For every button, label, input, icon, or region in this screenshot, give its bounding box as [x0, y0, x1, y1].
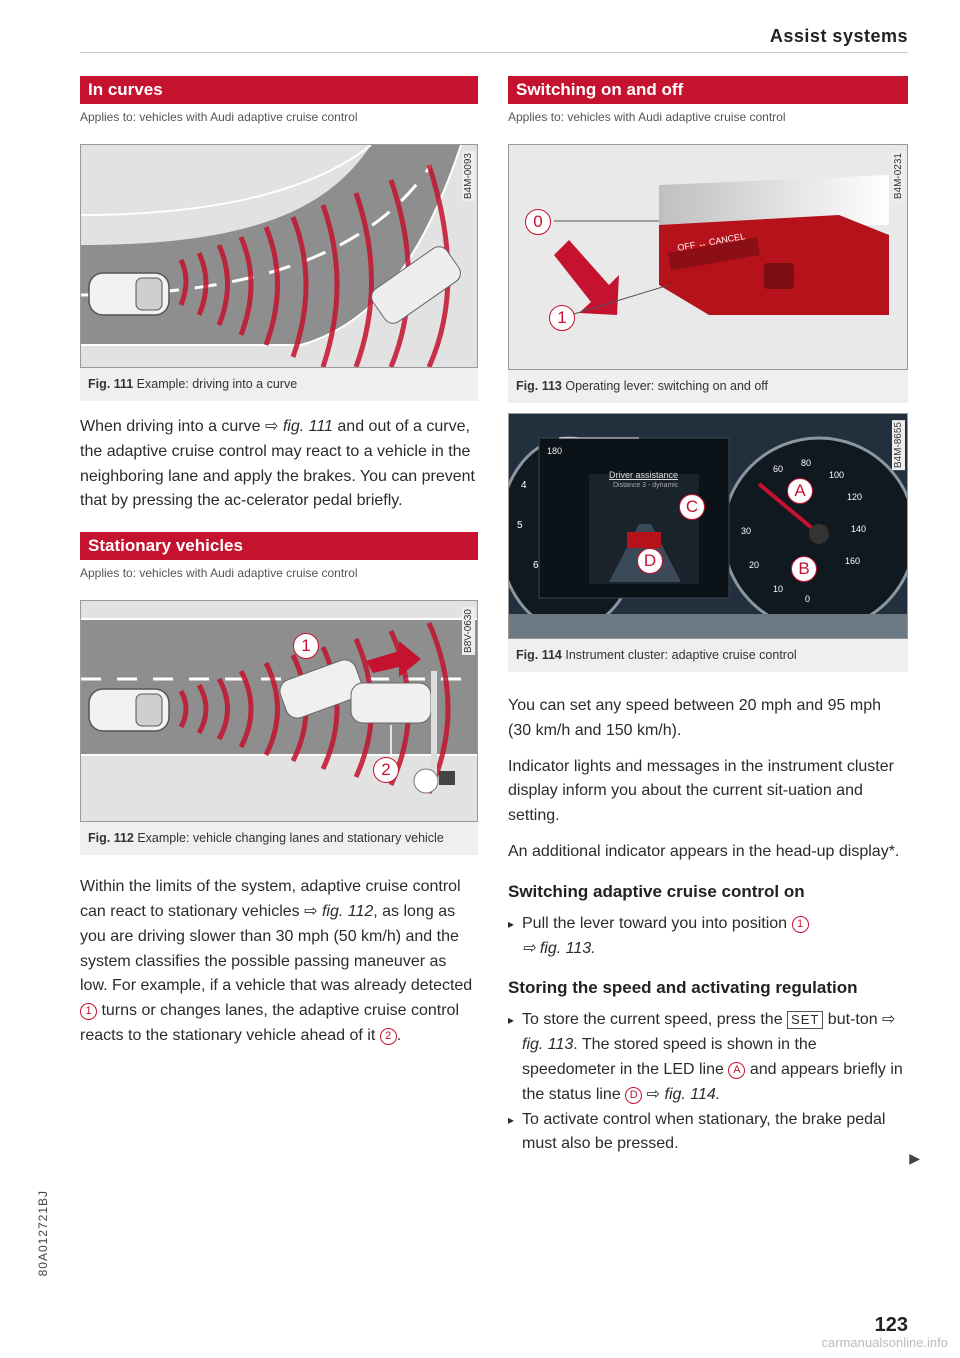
- speed-tick: 100: [829, 470, 845, 480]
- inline-marker-d: D: [625, 1086, 643, 1104]
- figure-ref-112[interactable]: fig. 112: [321, 902, 374, 920]
- figure-114-illustration: 180 Driver assistance Distance 3 - dynam…: [508, 413, 908, 639]
- paragraph-hud: An additional indicator appears in the h…: [508, 842, 900, 860]
- figure-caption-text: Instrument cluster: adaptive cruise cont…: [565, 648, 797, 662]
- figure-label: Fig. 112: [88, 831, 134, 846]
- paragraph-stationary: Within the limits of the system, adaptiv…: [80, 875, 478, 1049]
- figure-code: B8V-0630: [462, 607, 475, 656]
- speed-tick: 10: [773, 584, 784, 594]
- subheading-storing-speed: Storing the speed and activating regulat…: [508, 978, 858, 998]
- figure-caption-text: Operating lever: switching on and off: [565, 379, 769, 393]
- document-code: 80A012721BJ: [36, 1190, 50, 1277]
- figure-label: Fig. 111: [88, 377, 134, 391]
- figure-113-caption: Fig. 113 Operating lever: switching on a…: [508, 370, 908, 403]
- rpm-tick: 5: [517, 520, 523, 531]
- figure-code: B4M-8655: [892, 420, 905, 471]
- bullet-store-speed: To store the current speed, press the SE…: [508, 1008, 908, 1107]
- lever-svg: [509, 145, 907, 369]
- figure-112-illustration: 1 2 B8V-0630: [80, 600, 478, 823]
- figure-111-caption: Fig. 111 Example: driving into a curve: [80, 368, 478, 401]
- section-title-switching: Switching on and off: [508, 76, 908, 104]
- text-run: To store the current speed, press the: [522, 1011, 783, 1029]
- paragraph-speed-range: You can set any speed between 20 mph and…: [508, 697, 882, 739]
- figure-111-illustration: B4M-0093: [80, 144, 478, 368]
- text-run: .: [396, 1026, 402, 1044]
- figure-ref-114[interactable]: fig. 114.: [664, 1085, 721, 1103]
- watermark: carmanualsonline.info: [821, 1335, 948, 1350]
- speed-tick: 80: [801, 458, 812, 468]
- inline-marker-1: 1: [80, 1003, 97, 1021]
- bullet-stationary-brake: To activate control when stationary, the…: [508, 1108, 908, 1158]
- figure-113-illustration: 0 1 OFF ↔ CANCEL B4M-0231: [508, 144, 908, 370]
- figure-112-caption: Fig. 112 Example: vehicle changing lanes…: [80, 822, 478, 856]
- inline-marker-a: A: [728, 1061, 746, 1079]
- inline-marker-1: 1: [791, 915, 809, 933]
- text-run: , as long as you are driving slower than…: [80, 902, 473, 995]
- paragraph-indicators: Indicator lights and messages in the ins…: [508, 757, 894, 825]
- text-run: When driving into a curve ⇨: [80, 418, 279, 435]
- speed-tick: 120: [847, 492, 863, 502]
- display-subtitle: Distance 3 - dynamic: [613, 482, 679, 489]
- speed-tick: 0: [805, 594, 811, 604]
- marker-d: D: [637, 548, 663, 574]
- lever-position-1: 1: [549, 305, 575, 331]
- figure-ref-113[interactable]: ⇨ fig. 113.: [522, 939, 596, 957]
- section-title-stationary: Stationary vehicles: [80, 532, 478, 561]
- display-title: Driver assistance: [609, 470, 679, 480]
- header-rule: [80, 52, 908, 53]
- marker-1: 1: [293, 633, 319, 660]
- left-column: In curves Applies to: vehicles with Audi…: [80, 76, 478, 1049]
- marker-c: C: [679, 494, 705, 520]
- rpm-tick: 4: [521, 480, 527, 491]
- curve-scene-svg: [81, 145, 477, 367]
- text-run: turns or changes lanes, the adaptive cru…: [80, 1002, 459, 1044]
- figure-label: Fig. 113: [516, 379, 562, 393]
- text-run: Pull the lever toward you into position: [522, 914, 788, 932]
- figure-code: B4M-0093: [462, 151, 475, 202]
- speed-tick: 20: [749, 560, 760, 570]
- figure-caption-text: Example: vehicle changing lanes and stat…: [137, 831, 444, 846]
- figure-ref-113[interactable]: fig. 113: [522, 1036, 574, 1054]
- text-run: . The stored speed is shown in the speed…: [522, 1036, 817, 1078]
- applies-to-note: Applies to: vehicles with Audi adaptive …: [80, 110, 358, 124]
- figure-114-caption: Fig. 114 Instrument cluster: adaptive cr…: [508, 639, 908, 672]
- figure-ref-111[interactable]: fig. 111: [282, 418, 333, 435]
- speed-tick: 60: [773, 464, 784, 474]
- page-number: 123: [874, 1314, 908, 1336]
- cluster-svg: [509, 414, 907, 638]
- text-run: but-ton ⇨: [827, 1011, 896, 1029]
- text-run: and appears briefly in the status line: [522, 1060, 903, 1103]
- odometer: 180: [547, 446, 563, 456]
- subheading-switching-on: Switching adaptive cruise control on: [508, 881, 805, 901]
- marker-2: 2: [373, 757, 399, 784]
- stationary-scene-svg: [81, 601, 477, 822]
- speed-tick: 30: [741, 526, 752, 536]
- continue-arrow-icon: ▶: [909, 1150, 920, 1166]
- speed-tick: 160: [845, 556, 861, 566]
- right-column: Switching on and off Applies to: vehicle…: [508, 76, 908, 1157]
- figure-label: Fig. 114: [516, 648, 562, 662]
- set-button-key: SET: [787, 1011, 824, 1030]
- paragraph-curves: When driving into a curve ⇨ fig. 111 and…: [80, 415, 478, 514]
- bullet-pull-lever: Pull the lever toward you into position …: [508, 912, 908, 962]
- text-run: Within the limits of the system, adaptiv…: [80, 878, 461, 920]
- applies-to-note: Applies to: vehicles with Audi adaptive …: [80, 566, 358, 581]
- speed-tick: 140: [851, 524, 867, 534]
- inline-marker-2: 2: [379, 1027, 397, 1045]
- text-run: and out of a curve, the adaptive cruise …: [80, 418, 475, 510]
- rpm-tick: 6: [533, 560, 539, 571]
- text-run: ⇨: [646, 1085, 661, 1103]
- marker-a: A: [787, 478, 813, 504]
- running-header: Assist systems: [769, 26, 908, 46]
- marker-b: B: [791, 556, 817, 582]
- figure-code: B4M-0231: [892, 151, 905, 202]
- applies-to-note: Applies to: vehicles with Audi adaptive …: [508, 110, 786, 124]
- figure-caption-text: Example: driving into a curve: [136, 377, 298, 391]
- section-title-in-curves: In curves: [80, 76, 478, 104]
- lever-position-0: 0: [525, 209, 551, 235]
